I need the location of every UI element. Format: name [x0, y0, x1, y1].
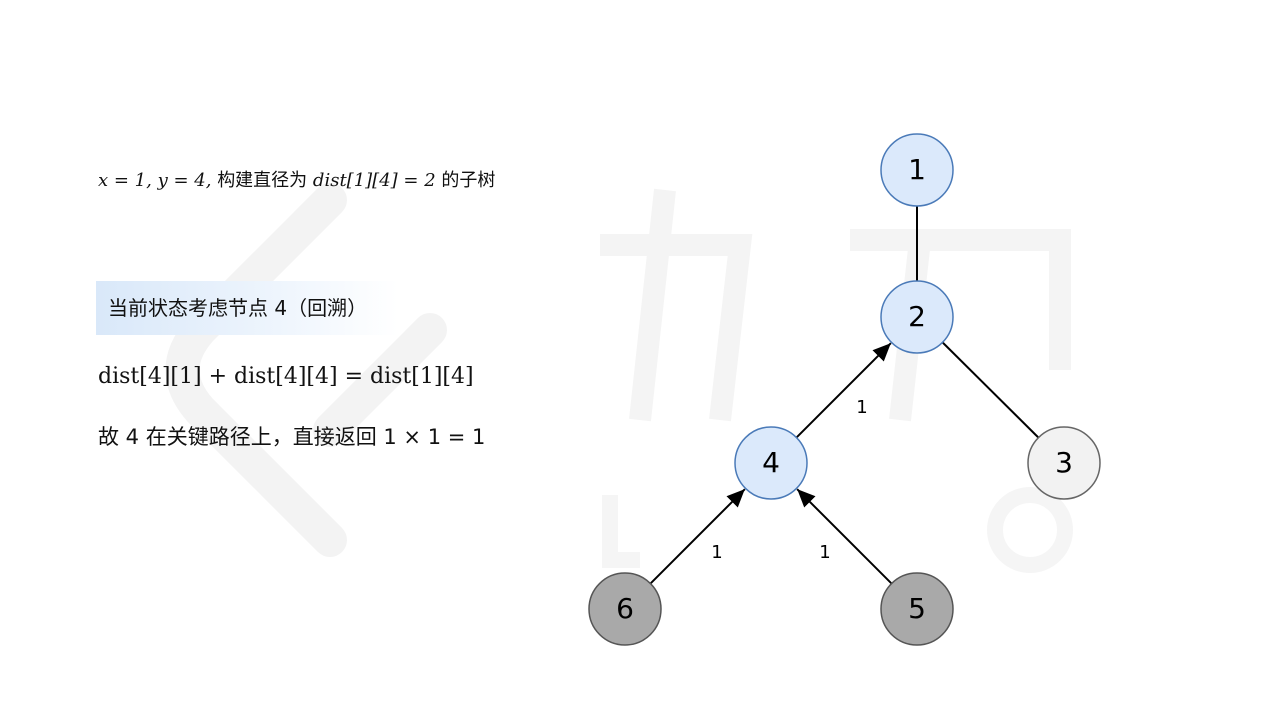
- node-circle: [880, 133, 954, 207]
- state-label: 当前状态考虑节点 4（回溯）: [108, 296, 368, 320]
- edge-weight-label: 1: [711, 542, 722, 563]
- edge-2-3: [941, 341, 1040, 439]
- node-label: 6: [616, 592, 634, 625]
- node-circle: [880, 280, 954, 354]
- xy-values: x = 1, y = 4,: [98, 170, 212, 191]
- node-circle: [734, 426, 808, 500]
- edge-weight-label: 1: [819, 542, 830, 563]
- watermark-glyph-a: [600, 188, 753, 422]
- node-circle: [880, 572, 954, 646]
- state-highlight-box: [96, 281, 398, 335]
- description-text-b: 的子树: [441, 170, 496, 191]
- edge-6-4: [649, 488, 746, 585]
- problem-description: x = 1, y = 4, 构建直径为 dist[1][4] = 2 的子树: [98, 166, 495, 192]
- tree-node-5: 5: [880, 572, 954, 646]
- watermark-stroke: [313, 313, 447, 447]
- edge-5-4: [796, 488, 893, 585]
- tree-node-3: 3: [1027, 426, 1101, 500]
- diameter-expression: dist[1][4] = 2: [312, 170, 436, 191]
- node-label: 4: [762, 446, 780, 479]
- watermark-letters: [602, 495, 640, 568]
- description-text-a: 构建直径为: [217, 170, 308, 191]
- edge-weight-label: 1: [856, 397, 867, 418]
- tree-node-4: 4: [734, 426, 808, 500]
- node-circle: [1027, 426, 1101, 500]
- tree-node-6: 6: [588, 572, 662, 646]
- node-circle: [588, 572, 662, 646]
- edge-4-2: [795, 342, 892, 439]
- node-label: 2: [908, 300, 926, 333]
- node-label: 3: [1055, 446, 1073, 479]
- tree-node-1: 1: [880, 133, 954, 207]
- result-text: 故 4 在关键路径上，直接返回 1 × 1 = 1: [98, 425, 486, 449]
- distance-formula: dist[4][1] + dist[4][4] = dist[1][4]: [98, 364, 474, 389]
- tree-node-2: 2: [880, 280, 954, 354]
- node-label: 5: [908, 592, 926, 625]
- node-label: 1: [908, 153, 926, 186]
- watermark-letter-o: [987, 487, 1073, 573]
